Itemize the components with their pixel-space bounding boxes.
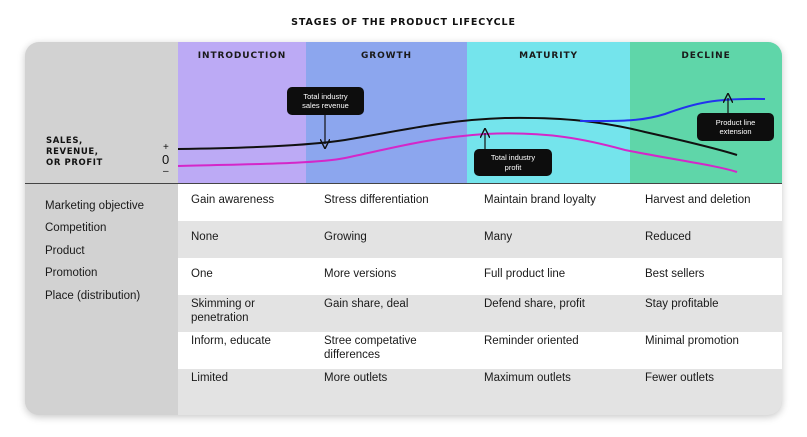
axis-plus-sign: + xyxy=(163,142,169,153)
table-cell: Fewer outlets xyxy=(645,372,715,384)
table-row: None Growing Many Reduced xyxy=(178,221,782,258)
table-cell: Maximum outlets xyxy=(484,372,571,384)
table-cell: Skimming or penetration xyxy=(191,298,255,324)
callout-sales-line-2: sales revenue xyxy=(302,101,349,110)
y-axis-label-line: OR PROFIT xyxy=(46,158,103,168)
callout-sales-revenue: Total industry sales revenue xyxy=(287,87,364,115)
page-title: STAGES OF THE PRODUCT LIFECYCLE xyxy=(291,17,516,28)
table-cell: Full product line xyxy=(484,268,566,280)
phase-decline: DECLINE xyxy=(630,42,782,183)
phase-label-maturity: MATURITY xyxy=(519,51,578,61)
table-cell: Stree competative differences xyxy=(324,335,417,361)
table-cell: More outlets xyxy=(324,372,388,384)
table-cell: More versions xyxy=(324,268,397,280)
callout-extension-line-1: Product line xyxy=(715,117,756,127)
y-axis-label-line: REVENUE, xyxy=(46,147,99,157)
callout-profit-line-1: Total industry xyxy=(490,153,536,162)
callout-sales-line-1: Total industry xyxy=(303,91,348,101)
table-cell: Best sellers xyxy=(645,268,705,280)
table-row: One More versions Full product line Best… xyxy=(178,258,782,295)
callout-product-extension: Product line extension xyxy=(697,113,774,141)
table-cell: Growing xyxy=(324,231,367,243)
table-cell: None xyxy=(191,231,219,243)
table-row: Skimming or penetration Gain share, deal… xyxy=(178,295,782,332)
table-cell: Minimal promotion xyxy=(645,335,739,347)
table-cell: Inform, educate xyxy=(191,335,271,347)
table-row: Limited More outlets Maximum outlets Few… xyxy=(178,369,782,415)
profit-curve xyxy=(177,132,738,173)
table-cell: Many xyxy=(484,231,513,243)
callout-profit: Total industry profit xyxy=(474,149,552,176)
table-cell: One xyxy=(191,268,213,280)
row-labels-column: Marketing objective Competition Product … xyxy=(25,184,178,415)
lifecycle-curves xyxy=(177,42,766,173)
table-cell: Limited xyxy=(191,372,229,384)
row-label-competition: Competition xyxy=(45,222,107,234)
table-cell: Defend share, profit xyxy=(484,298,586,310)
axis-minus-sign: – xyxy=(163,166,169,177)
row-label-place-distribution: Place (distribution) xyxy=(45,290,141,302)
phase-label-introduction: INTRODUCTION xyxy=(197,51,287,61)
y-axis-label-line: SALES, xyxy=(46,136,83,146)
table-row: Gain awareness Stress differentiation Ma… xyxy=(178,184,782,221)
callout-extension-line-2: extension xyxy=(719,127,752,136)
table-cell: Reminder oriented xyxy=(484,335,579,347)
table-cell: Gain awareness xyxy=(191,194,275,206)
table-cell: Reduced xyxy=(645,231,692,243)
row-label-marketing-objective: Marketing objective xyxy=(45,200,145,212)
table-cell: Gain share, deal xyxy=(324,298,409,310)
table-cell: Stay profitable xyxy=(645,298,719,310)
row-label-product: Product xyxy=(45,245,85,257)
axis-zero-label: 0 xyxy=(162,152,170,167)
phase-label-decline: DECLINE xyxy=(681,51,731,61)
chart-table-divider xyxy=(25,183,782,184)
table-cell: Stress differentiation xyxy=(324,194,429,206)
lifecycle-card: INTRODUCTION GROWTH MATURITY DECLINE SAL… xyxy=(25,42,782,415)
row-label-promotion: Promotion xyxy=(45,267,98,279)
callout-profit-line-2: profit xyxy=(504,162,522,172)
sales-revenue-curve xyxy=(177,116,738,156)
y-axis-label: SALES, REVENUE, OR PROFIT xyxy=(46,136,103,169)
table-row: Inform, educate Stree competative differ… xyxy=(178,332,782,369)
phase-introduction: INTRODUCTION xyxy=(178,42,306,183)
phase-label-growth: GROWTH xyxy=(361,51,412,61)
table-cell: Maintain brand loyalty xyxy=(484,194,596,206)
table-cell: Harvest and deletion xyxy=(645,194,751,206)
